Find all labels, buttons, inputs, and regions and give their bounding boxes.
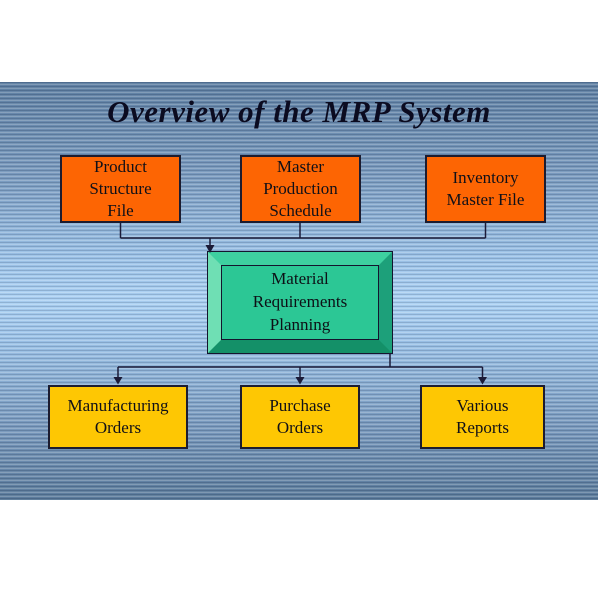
box-inventory-master-file: Inventory Master File <box>425 155 546 223</box>
box-purchase-orders: Purchase Orders <box>240 385 360 449</box>
box-material-requirements-planning: Material Requirements Planning <box>207 251 393 354</box>
slide-title: Overview of the MRP System <box>107 94 491 129</box>
box-product-structure-file: Product Structure File <box>60 155 181 223</box>
box-various-reports: Various Reports <box>420 385 545 449</box>
box-manufacturing-orders: Manufacturing Orders <box>48 385 188 449</box>
slide-background: Overview of the MRP System Product Struc… <box>0 82 598 500</box>
box-master-production-schedule: Master Production Schedule <box>240 155 361 223</box>
mrp-box-face: Material Requirements Planning <box>222 266 378 339</box>
